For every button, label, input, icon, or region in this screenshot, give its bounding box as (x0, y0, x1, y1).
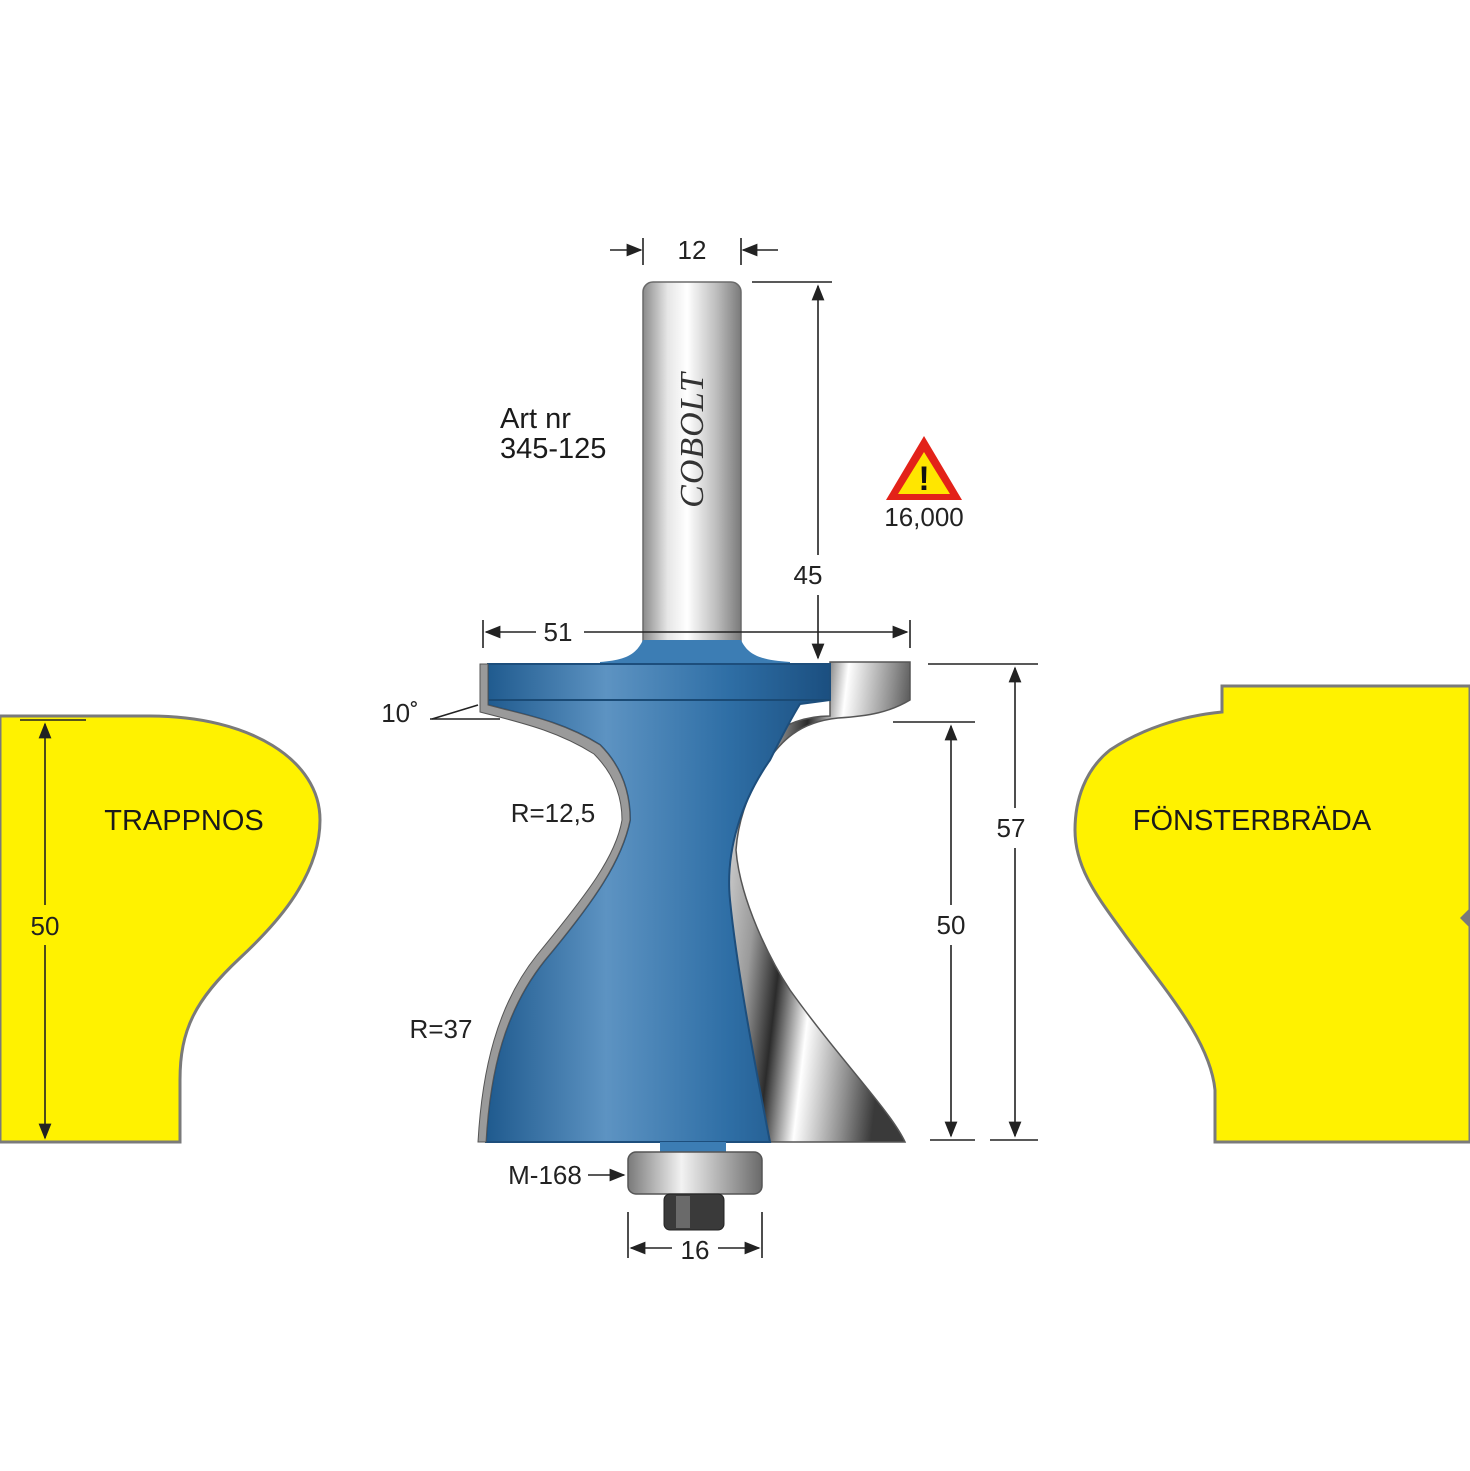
profile-fonsterbrada: FÖNSTERBRÄDA (1073, 684, 1470, 1144)
cutter-width-label: 51 (544, 617, 573, 647)
article-value: 345-125 (500, 433, 606, 465)
dimensions: 12 45 51 10˚ R=12,5 R=37 50 57 (381, 235, 1038, 1265)
trappnos-height-label: 50 (31, 911, 60, 941)
shank-brand: COBOLT (674, 371, 711, 508)
trappnos-profile-shape (0, 714, 322, 1144)
fonsterbrada-edge-notch (1460, 908, 1470, 928)
warning-exclamation: ! (918, 460, 929, 498)
article-label: Art nr (500, 403, 571, 435)
profile-trappnos: 50 TRAPPNOS (0, 714, 322, 1144)
radius-small-label: R=12,5 (511, 798, 596, 828)
warning-rpm-label: 16,000 (884, 502, 964, 532)
warning: ! 16,000 (884, 436, 964, 532)
fonsterbrada-name: FÖNSTERBRÄDA (1133, 805, 1372, 837)
arbor (660, 1142, 726, 1154)
bearing-diameter-label: 16 (681, 1235, 710, 1265)
warning-triangle-inner (898, 452, 950, 494)
bearing (627, 1151, 763, 1195)
cutting-height-label: 50 (937, 910, 966, 940)
bearing-code-label: M-168 (508, 1160, 582, 1190)
radius-large-label: R=37 (410, 1014, 473, 1044)
shank-diameter-label: 12 (678, 235, 707, 265)
trappnos-dim-label-bg (20, 905, 70, 945)
total-height-label: 57 (997, 813, 1026, 843)
trappnos-name: TRAPPNOS (104, 805, 264, 837)
angle-label: 10˚ (381, 698, 419, 728)
bearing-screw-highlight (676, 1196, 690, 1228)
bearing-screw (663, 1193, 725, 1231)
shank-length-label: 45 (794, 560, 823, 590)
dim-angle-arm (431, 704, 479, 720)
fonsterbrada-profile-shape (1073, 684, 1470, 1144)
router-bit: COBOLT (477, 281, 911, 1231)
article-number: Art nr 345-125 (500, 403, 606, 465)
left-cutting-edge (477, 663, 631, 1143)
